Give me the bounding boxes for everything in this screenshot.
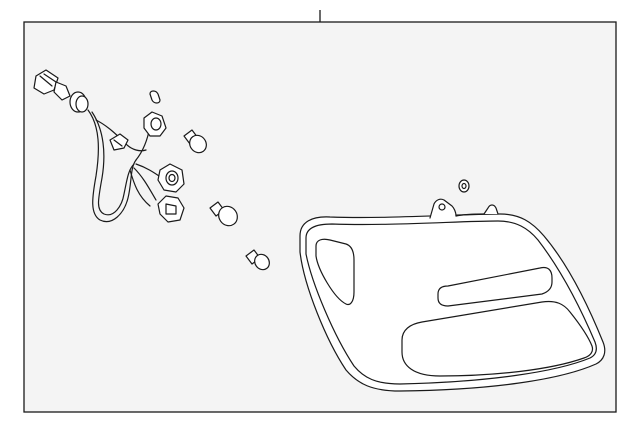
bulbs	[149, 90, 270, 271]
grommet	[458, 179, 470, 193]
harness-connector	[33, 69, 89, 113]
tail-lamp-assembly	[299, 198, 606, 392]
wiring-harness	[33, 69, 163, 223]
bulb-sockets	[143, 111, 185, 223]
